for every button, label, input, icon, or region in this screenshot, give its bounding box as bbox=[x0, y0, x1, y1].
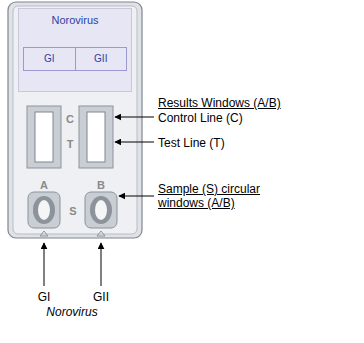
genogroup-label: GI bbox=[24, 48, 75, 70]
callout-text: Control Line (C) bbox=[158, 111, 243, 125]
sample-letter: S bbox=[69, 204, 76, 218]
callout-heading: Sample (S) circular windows (A/B) bbox=[158, 182, 280, 210]
panel-title: Norovirus bbox=[19, 9, 131, 27]
genogroup-label: GI bbox=[38, 290, 51, 304]
genogroup-box: GIGII bbox=[23, 47, 127, 71]
callout-heading: Results Windows (A/B) bbox=[158, 96, 281, 110]
genogroup-label: GII bbox=[75, 48, 127, 70]
callout-text: Test Line (T) bbox=[158, 136, 225, 150]
virus-name: Norovirus bbox=[46, 305, 97, 319]
window-letter: B bbox=[97, 178, 105, 192]
genogroup-label: GII bbox=[93, 290, 109, 304]
window-letter: A bbox=[40, 178, 48, 192]
line-letter: T bbox=[67, 137, 74, 151]
label-panel: NorovirusGIGII bbox=[18, 8, 132, 92]
line-letter: C bbox=[66, 112, 74, 126]
